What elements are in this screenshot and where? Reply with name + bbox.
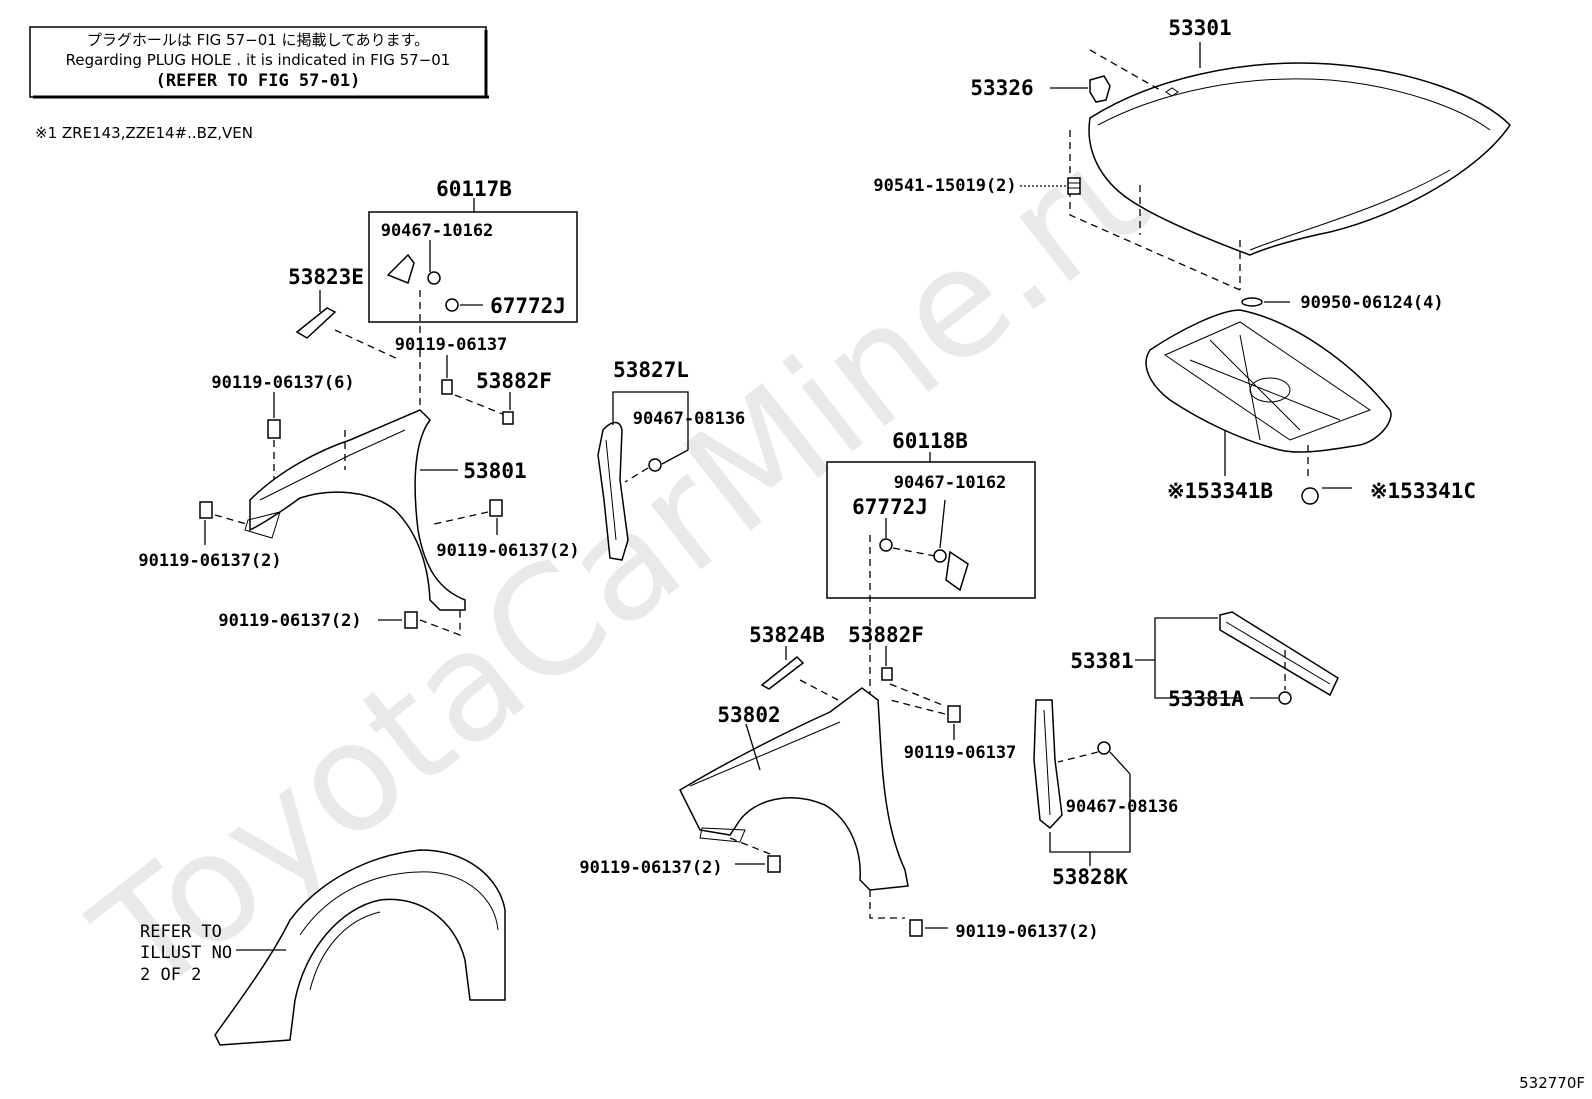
label-53341C: ※153341C: [1370, 479, 1476, 503]
footnote: ※1 ZRE143,ZZE14#..BZ,VEN: [35, 124, 253, 142]
hood-panel: [1088, 62, 1511, 256]
fender-53802: [679, 687, 909, 891]
label-53824B: 53824B: [749, 623, 825, 647]
nut-53882F: [502, 411, 514, 425]
seal-kit-box-60117B: [368, 198, 578, 323]
label-53828K: 53828K: [1052, 865, 1128, 889]
clip-53381A: [1278, 691, 1292, 705]
bolt-90119-2a: [199, 501, 213, 519]
seal-53823E: [295, 307, 337, 339]
label-90950-06124: 90950-06124(4): [1300, 293, 1443, 313]
label-90467-10162-a: 90467-10162: [381, 221, 494, 241]
label-90467-10162-b: 90467-10162: [894, 473, 1007, 493]
label-53301: 53301: [1168, 16, 1231, 40]
bolt-90119-2d: [767, 855, 781, 873]
notice-line-1: プラグホールは FIG 57−01 に掲載してあります。: [87, 31, 429, 49]
label-53882F-b: 53882F: [848, 623, 924, 647]
bolt-90119-2b: [489, 499, 503, 517]
seal-53824B: [760, 655, 805, 690]
label-53802: 53802: [717, 703, 780, 727]
label-90119-06137-2e: 90119-06137(2): [955, 922, 1098, 942]
hood-bumper-90541: [1067, 177, 1081, 195]
label-90467-08136-a: 90467-08136: [633, 409, 746, 429]
nut-53882F-b: [881, 667, 893, 681]
seal-kit-box-60118B: [826, 452, 1036, 599]
clip-53341C: [1301, 487, 1319, 505]
bracket-53827L: [597, 421, 629, 561]
bracket-53828K: [1033, 699, 1063, 830]
figure-code: 532770F: [1519, 1074, 1585, 1092]
bolt-90119-a: [441, 379, 453, 395]
label-67772J-a: 67772J: [490, 294, 566, 318]
label-90119-06137-2c: 90119-06137(2): [218, 611, 361, 631]
label-53381: 53381: [1070, 649, 1133, 673]
label-53882F-a: 53882F: [476, 369, 552, 393]
label-90119-06137-2a: 90119-06137(2): [138, 551, 281, 571]
label-90119-06137-2b: 90119-06137(2): [436, 541, 579, 561]
label-60117B: 60117B: [436, 177, 512, 201]
bolt-90119-b: [947, 705, 961, 723]
hood-insulator-53341B: [1145, 309, 1392, 453]
refer-line-2: ILLUST NO: [140, 943, 232, 963]
label-53341B: ※153341B: [1167, 479, 1273, 503]
label-53801: 53801: [463, 459, 526, 483]
notice-box: プラグホールは FIG 57−01 に掲載してあります。 Regarding P…: [29, 26, 489, 99]
refer-line-3: 2 OF 2: [140, 965, 201, 985]
label-90119-06137-b: 90119-06137: [904, 743, 1017, 763]
label-90119-06137-6: 90119-06137(6): [211, 373, 354, 393]
label-53326: 53326: [970, 76, 1033, 100]
label-53381A: 53381A: [1168, 687, 1244, 711]
label-67772J-b: 67772J: [852, 495, 928, 519]
label-90467-08136-b: 90467-08136: [1066, 797, 1179, 817]
clip-90467-08136-b: [1097, 741, 1111, 755]
plug-90950: [1241, 297, 1263, 307]
refer-line-1: REFER TO: [140, 922, 222, 942]
notice-line-3: (REFER TO FIG 57-01): [156, 71, 361, 91]
label-53823E: 53823E: [288, 265, 364, 289]
fender-liner: [214, 849, 506, 1046]
label-60118B: 60118B: [892, 429, 968, 453]
fender-53801: [244, 409, 466, 611]
label-90119-06137-a: 90119-06137: [395, 335, 508, 355]
notice-line-2: Regarding PLUG HOLE . it is indicated in…: [66, 51, 451, 69]
bolt-90119-2e: [909, 919, 923, 937]
bolt-90119-2c: [404, 611, 418, 629]
hood-cushion-53326: [1089, 75, 1111, 103]
bolt-90119-6: [267, 419, 281, 439]
clip-90467-08136-a: [648, 458, 662, 472]
seal-53381: [1219, 611, 1339, 697]
label-90541-15019: 90541-15019(2): [873, 176, 1016, 196]
label-53827L: 53827L: [613, 358, 689, 382]
label-90119-06137-2d: 90119-06137(2): [579, 858, 722, 878]
